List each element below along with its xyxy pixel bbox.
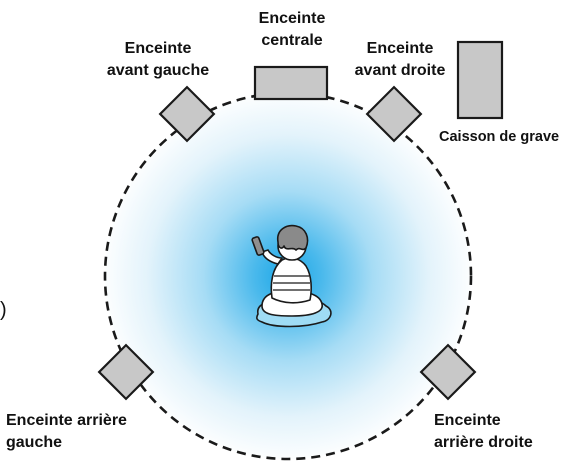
shirt-stripes [273,275,310,291]
front-right-speaker-label: Enceinte avant droite [345,38,455,82]
rear-left-speaker-label: Enceinte arrière gauche [6,410,127,454]
rear-right-speaker [419,343,477,401]
rear-right-label-line1: Enceinte [434,412,501,429]
listener-arm [261,249,283,265]
subwoofer-label-text: Caisson de grave [439,129,560,145]
front-right-speaker [365,85,423,143]
edge-fragment: ) [0,299,7,321]
front-center-label-line1: Enceinte [258,10,326,27]
rear-left-speaker [97,343,155,401]
rear-left-label-line2: gauche [6,434,63,451]
front-left-label-line2: avant gauche [106,62,210,79]
rear-right-speaker-label: Enceinte arrière droite [434,410,533,454]
front-right-label-line1: Enceinte [366,40,434,57]
front-left-label-line1: Enceinte [124,40,192,57]
subwoofer [456,40,504,120]
rear-left-label-line1: Enceinte arrière [6,412,127,429]
front-center-speaker-label: Enceinte centrale [251,8,333,52]
listener-hair [276,224,309,251]
front-right-label-line2: avant droite [354,62,446,79]
front-left-speaker [158,85,216,143]
remote-control-icon [251,236,265,256]
listener-torso [270,257,312,304]
subwoofer-label: Caisson de grave [439,128,559,146]
front-center-speaker [253,65,329,101]
front-left-speaker-label: Enceinte avant gauche [88,38,228,82]
rear-right-label-line2: arrière droite [434,434,533,451]
front-center-label-line2: centrale [261,32,323,49]
listener-figure [251,224,332,328]
